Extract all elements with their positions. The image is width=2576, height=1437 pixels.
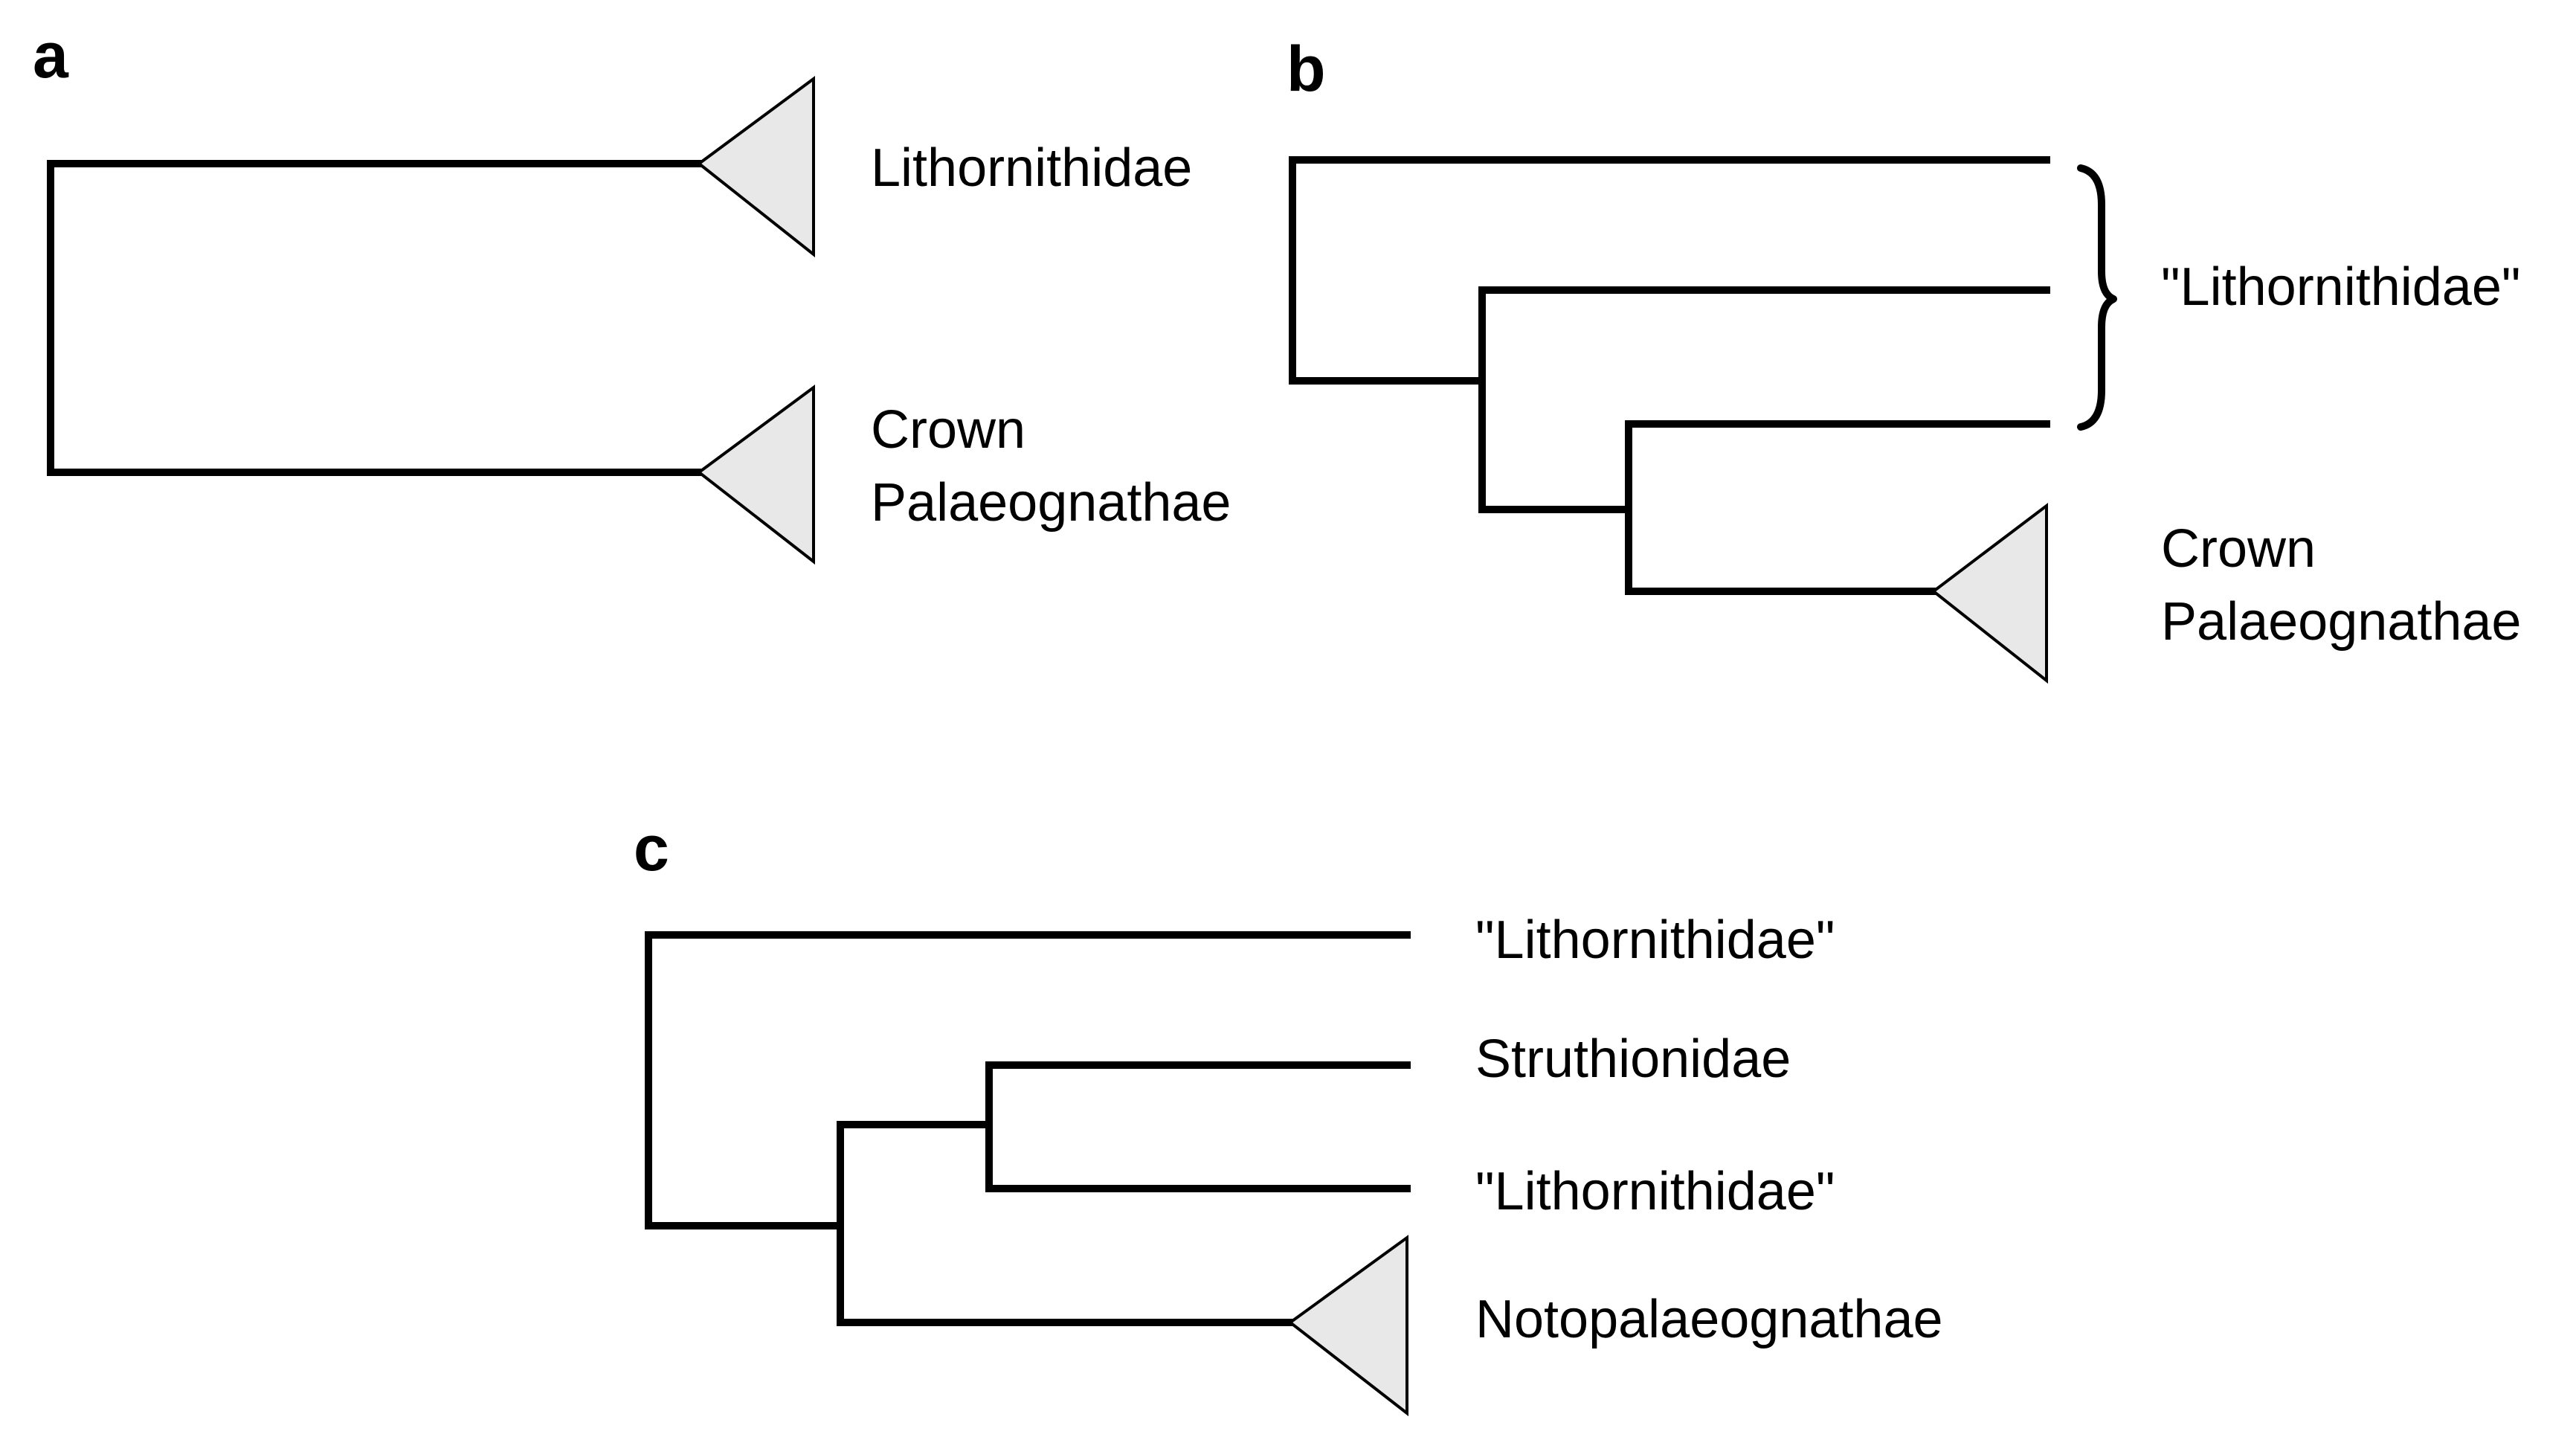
panel-c-taxon-lithornithidae-1: "Lithornithidae" <box>1475 910 1835 970</box>
panel-b-crown-clade-triangle <box>1931 502 2048 684</box>
panel-b-lithornithidae-brace <box>2077 164 2117 431</box>
panel-b-taxon-crown-line2: Palaeognathae <box>2161 592 2521 652</box>
panel-b-letter: b <box>1287 33 1326 105</box>
panel-a-letter: a <box>33 20 69 91</box>
panel-a-crown-clade-triangle <box>696 385 815 565</box>
panel-a-taxon-lithornithidae: Lithornithidae <box>871 138 1192 198</box>
panel-a-root-branch <box>47 160 703 476</box>
panel-c-taxon-notopalaeognathae: Notopalaeognathae <box>1475 1290 1943 1349</box>
panel-c-root-branch <box>645 931 1411 1229</box>
panel-b-inner-branch-2 <box>1625 420 2050 595</box>
panel-c-letter: c <box>634 813 669 884</box>
panel-c-notopalaeognathae-clade-triangle <box>1287 1235 1408 1417</box>
panel-b-root-branch <box>1289 156 2050 385</box>
panel-c-inner-branch-1 <box>837 1121 1294 1326</box>
panel-b-taxon-lithornithidae: "Lithornithidae" <box>2161 257 2520 317</box>
panel-b: b "Lithornithidae" Crown Palaeognathae <box>1287 33 2521 684</box>
panel-c-taxon-lithornithidae-2: "Lithornithidae" <box>1475 1162 1835 1221</box>
panel-a-taxon-crown-line1: Crown <box>871 400 1025 460</box>
panel-b-taxon-crown-line1: Crown <box>2161 519 2316 579</box>
panel-a-lithornithidae-clade-triangle <box>696 76 815 258</box>
panel-a: a Lithornithidae Crown Palaeognathae <box>33 20 1231 565</box>
panel-a-taxon-crown-line2: Palaeognathae <box>871 473 1231 533</box>
panel-c-inner-branch-2 <box>985 1061 1411 1192</box>
panel-c: c "Lithornithidae" Struthionidae "Lithor… <box>634 813 1943 1417</box>
panel-c-taxon-struthionidae: Struthionidae <box>1475 1029 1791 1089</box>
panel-b-inner-branch-1 <box>1478 286 2050 513</box>
